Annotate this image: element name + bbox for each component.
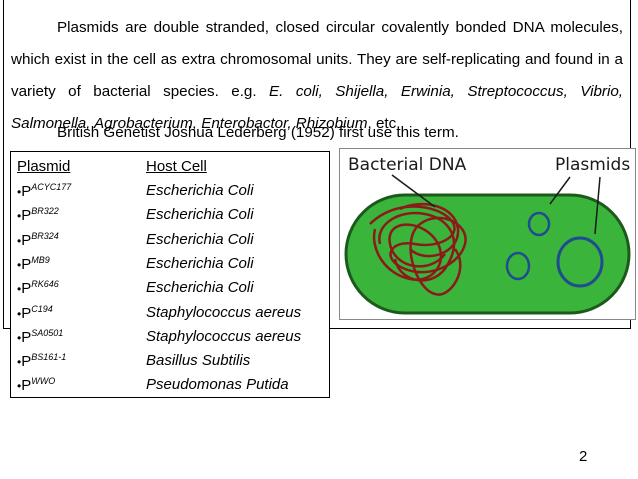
bullet-icon: •	[17, 330, 22, 345]
plasmid-code: BS161-1	[31, 352, 67, 363]
host-cell: Escherichia Coli	[146, 230, 254, 248]
plasmid-prefix: P	[21, 183, 32, 200]
plasmid-name: •PC194	[17, 304, 53, 322]
host-cell: Basillus Subtilis	[146, 352, 251, 370]
table-row: •PBR324 Escherichia Coli	[11, 231, 329, 255]
plasmid-prefix: P	[21, 304, 32, 322]
host-cell: Escherichia Coli	[146, 279, 254, 297]
bullet-icon: •	[17, 233, 22, 248]
bullet-icon: •	[17, 209, 22, 224]
plasmid-large	[556, 236, 604, 288]
bullet-icon: •	[17, 306, 22, 321]
plasmid-small-1	[527, 211, 551, 237]
label-bacterial-dna: Bacterial DNA	[348, 155, 467, 175]
plasmid-name: •PBR324	[17, 231, 59, 249]
bacterial-cell	[344, 193, 631, 315]
host-cell: Escherichia Coli	[146, 182, 254, 199]
plasmid-prefix: P	[21, 328, 32, 346]
plasmid-name: •PBS161-1	[17, 352, 66, 370]
plasmid-code: WWO	[31, 376, 56, 387]
table-row: •PACYC177 Escherichia Coli	[11, 182, 329, 206]
plasmid-code: ACYC177	[31, 182, 72, 192]
plasmid-prefix: P	[21, 231, 32, 249]
plasmid-prefix: P	[21, 280, 32, 298]
bullet-icon: •	[17, 185, 22, 199]
bullet-icon: •	[17, 379, 22, 394]
table-row: •PBS161-1 Basillus Subtilis	[11, 352, 329, 376]
plasmid-code: SA0501	[31, 327, 64, 338]
bacterium-diagram: Bacterial DNA Plasmids	[339, 148, 636, 320]
header-plasmid: Plasmid	[17, 158, 71, 175]
table-row: •PC194 Staphylococcus aereus	[11, 304, 329, 328]
plasmid-name: •PBR322	[17, 206, 59, 224]
bullet-icon: •	[17, 282, 22, 297]
host-cell: Staphylococcus aereus	[146, 303, 302, 321]
plasmid-prefix: P	[21, 207, 32, 225]
intro-paragraph: Plasmids are double stranded, closed cir…	[11, 12, 623, 140]
plasmid-name: •PACYC177	[17, 182, 71, 200]
bullet-icon: •	[17, 257, 22, 272]
host-cell: Staphylococcus aereus	[146, 327, 302, 345]
header-host-cell: Host Cell	[146, 158, 207, 175]
plasmid-code: C194	[31, 303, 53, 314]
table-row: •PBR322 Escherichia Coli	[11, 206, 329, 230]
plasmid-prefix: P	[21, 255, 32, 273]
plasmid-code: BR324	[31, 230, 59, 241]
paragraph-text-2: , etc.	[367, 115, 401, 132]
host-cell: Escherichia Coli	[146, 254, 254, 272]
host-cell: Pseudomonas Putida	[146, 376, 289, 394]
plasmid-small-2	[505, 251, 531, 281]
table-row: •PRK646 Escherichia Coli	[11, 279, 329, 303]
plasmid-name: •PSA0501	[17, 328, 63, 346]
chromosomal-dna	[369, 202, 467, 296]
plasmid-name: •PRK646	[17, 279, 59, 297]
plasmid-name: •PWWO	[17, 376, 55, 394]
table-row: •PSA0501 Staphylococcus aereus	[11, 328, 329, 352]
plasmid-code: MB9	[31, 254, 50, 265]
host-cell: Escherichia Coli	[146, 206, 254, 224]
lederberg-credit: British Genetist Joshua Lederberg (1952)…	[57, 124, 459, 141]
plasmid-pointer-line-1	[549, 176, 571, 205]
species-list: E. coli, Shijella, Erwinia, Streptococcu…	[11, 83, 623, 132]
plasmid-prefix: P	[21, 377, 32, 395]
page-number: 2	[579, 448, 588, 465]
plasmid-code: BR322	[31, 206, 59, 217]
label-plasmids: Plasmids	[555, 155, 630, 175]
table-row: •PWWO Pseudomonas Putida	[11, 376, 329, 400]
bullet-icon: •	[17, 355, 22, 370]
plasmid-pointer-line-2	[594, 176, 601, 235]
dna-pointer-line	[391, 174, 436, 208]
plasmid-prefix: P	[21, 353, 32, 371]
plasmid-name: •PMB9	[17, 255, 50, 273]
bacterium-illustration: Bacterial DNA Plasmids	[344, 155, 631, 315]
paragraph-text-1: Plasmids are double stranded, closed cir…	[11, 19, 623, 100]
table-row: •PMB9 Escherichia Coli	[11, 255, 329, 279]
plasmid-code: RK646	[31, 279, 59, 290]
